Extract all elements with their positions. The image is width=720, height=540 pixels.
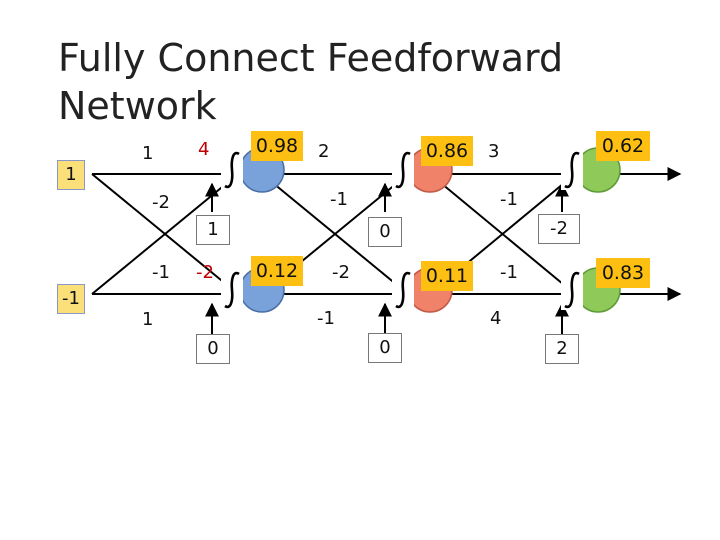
bias-layer2-top: 0 [368, 217, 402, 247]
bias-layer3-bottom: 2 [545, 334, 579, 364]
output-layer2-top: 0.86 [421, 136, 473, 166]
sigmoid-integral-icon [561, 270, 583, 310]
sigmoid-integral-icon [221, 270, 243, 310]
sigmoid-integral-icon [221, 150, 243, 190]
activation-icons [221, 150, 583, 310]
bias-layer1-bottom: 0 [196, 334, 230, 364]
output-layer1-top: 0.98 [251, 131, 303, 161]
sigmoid-integral-icon [392, 270, 414, 310]
input-2: -1 [57, 284, 85, 314]
weight-label: 2 [318, 141, 330, 162]
layer3-connections [429, 167, 682, 334]
slide-title: Fully Connect Feedforward Network [58, 36, 564, 128]
output-layer3-top: 0.62 [596, 131, 650, 161]
output-layer3-bottom: 0.83 [596, 258, 650, 288]
weight-label: 3 [488, 141, 500, 162]
weight-label: -2 [196, 262, 214, 283]
input-1: 1 [57, 160, 85, 190]
layer1-connections [91, 167, 240, 334]
sigmoid-integral-icon [561, 150, 583, 190]
weight-label: -1 [152, 262, 170, 283]
output-layer2-bottom: 0.11 [421, 261, 473, 291]
weight-label: -1 [330, 189, 348, 210]
weight-label: 4 [198, 139, 210, 160]
layer2-connections [261, 167, 410, 334]
weight-label: 1 [142, 143, 154, 164]
bias-layer2-bottom: 0 [368, 333, 402, 363]
weight-label: -1 [317, 308, 335, 329]
bias-layer1-top: 1 [196, 215, 230, 245]
output-layer1-bottom: 0.12 [251, 256, 303, 286]
bias-layer3-top: -2 [538, 214, 580, 244]
weight-label: -1 [500, 189, 518, 210]
weight-label: -1 [500, 262, 518, 283]
weight-label: -2 [152, 192, 170, 213]
weight-label: 4 [490, 308, 502, 329]
sigmoid-integral-icon [392, 150, 414, 190]
weight-label: 1 [142, 309, 154, 330]
weight-label: -2 [332, 262, 350, 283]
